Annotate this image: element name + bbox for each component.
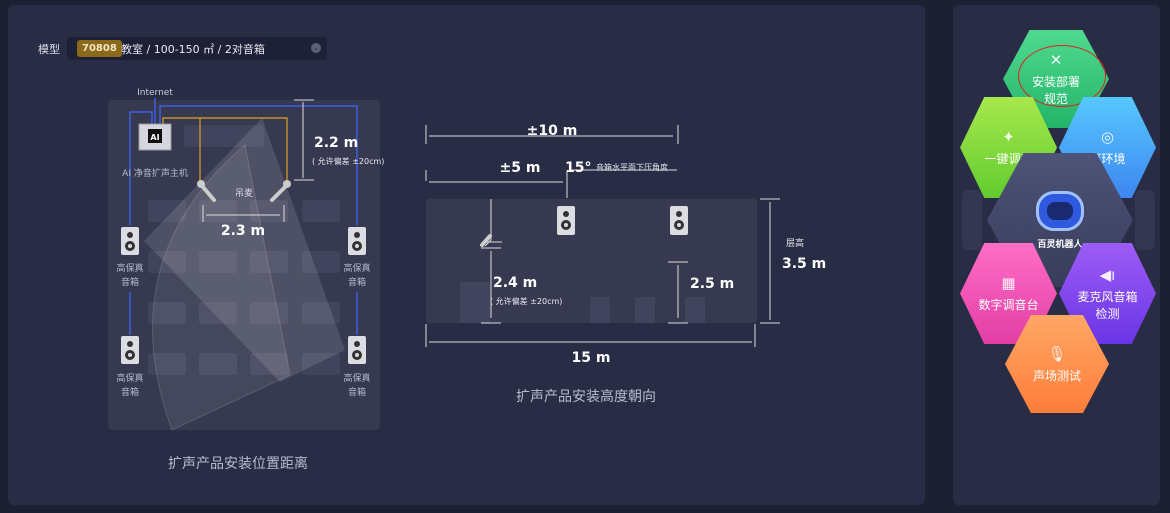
sparkle-icon: ✦: [1002, 128, 1015, 146]
model-label: 模型: [38, 43, 60, 56]
svg-text:高保真: 高保真: [116, 372, 143, 384]
mic-icon: [270, 180, 291, 202]
svg-text:高保真: 高保真: [343, 372, 370, 384]
elevation-caption: 扩声产品安装高度朝向: [516, 389, 656, 405]
robot-avatar-icon: [1036, 190, 1084, 231]
span-10-value: ±10 m: [527, 123, 578, 139]
mic-height-value: 2.4 m: [493, 275, 537, 291]
span-5-value: ±5 m: [500, 160, 541, 176]
height-value: 2.2 m: [314, 135, 358, 151]
mic-spacing-value: 2.3 m: [221, 223, 265, 239]
target-icon: ◎: [1100, 128, 1115, 146]
furniture: [460, 282, 705, 323]
desks: [148, 125, 340, 375]
room-length-value: 15 m: [572, 350, 611, 366]
mic-icon: [480, 234, 492, 247]
mixer-icon: ▦: [1001, 274, 1016, 292]
elevation-diagram: ±10 m ±5 m 15° 音箱水平面下压角度 2.4 m ( 允许偏差 ±2…: [425, 123, 826, 366]
svg-text:高保真: 高保真: [116, 262, 143, 274]
mic-icon: [197, 180, 216, 202]
svg-text:( 允许偏差 ±20cm): ( 允许偏差 ±20cm): [312, 156, 384, 166]
room-plan: [108, 100, 380, 430]
floor-height-value: 3.5 m: [782, 256, 826, 272]
svg-text:音箱: 音箱: [121, 276, 139, 288]
svg-text:音箱: 音箱: [348, 276, 366, 288]
svg-text:高保真: 高保真: [343, 262, 370, 274]
coverage-area: [144, 118, 345, 382]
coverage-area: [151, 144, 291, 431]
svg-text:( 允许偏差 ±20cm): ( 允许偏差 ±20cm): [490, 296, 562, 306]
network-wires: [129, 98, 358, 335]
plan-caption: 扩声产品安装位置距离: [168, 456, 308, 472]
speaker-icons: [557, 206, 688, 235]
svg-text:吊麦: 吊麦: [235, 187, 253, 199]
model-select[interactable]: 70808 教室 / 100-150 ㎡ / 2对音箱 ⌄: [67, 37, 327, 60]
dimension-lines: [202, 99, 314, 222]
microphone-icon: 🎙: [1047, 344, 1067, 363]
svg-text:音箱水平面下压角度: 音箱水平面下压角度: [596, 162, 668, 172]
model-value: 教室 / 100-150 ㎡ / 2对音箱: [121, 43, 265, 56]
host-label: AI 净音扩声主机: [122, 167, 188, 179]
speaker-icons: [121, 227, 366, 364]
side-tile: [1135, 190, 1155, 250]
speaker-icon: ◀ı: [1099, 265, 1116, 284]
svg-text:AI: AI: [150, 133, 159, 142]
model-code-badge: 70808: [77, 40, 122, 57]
mic-wires: [162, 117, 288, 183]
angle-value: 15°: [565, 160, 591, 176]
internet-label: Internet: [137, 88, 173, 98]
svg-text:音箱: 音箱: [348, 386, 366, 398]
side-tile: [962, 190, 982, 250]
svg-text:音箱: 音箱: [121, 386, 139, 398]
dropdown-icon[interactable]: ⌄: [311, 43, 321, 53]
plan-diagram: Internet AI AI 净音扩声主机 吊麦 2.2 m ( 允许偏差 ±2…: [108, 88, 384, 431]
tools-icon: ✕: [1049, 51, 1063, 69]
svg-text:层高: 层高: [786, 237, 804, 249]
speaker-height-value: 2.5 m: [690, 276, 734, 292]
